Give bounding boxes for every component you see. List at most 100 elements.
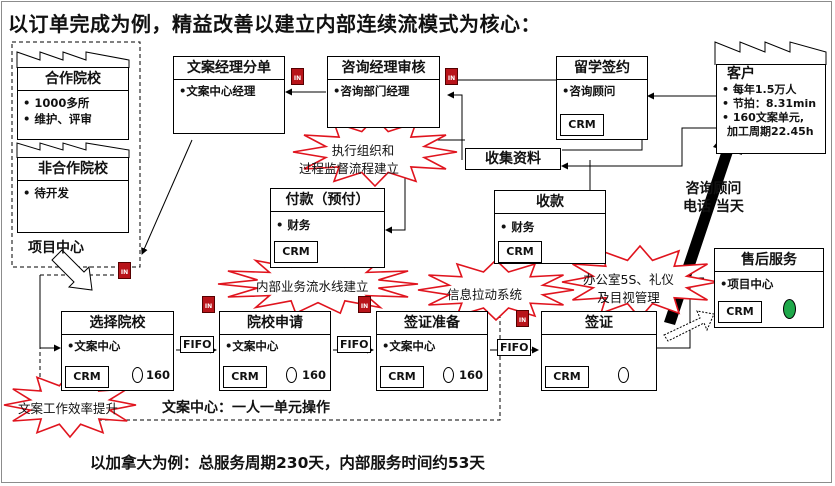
process-line: •文案中心 xyxy=(382,339,436,353)
inventory-icon: IN xyxy=(118,262,131,279)
burst-info-pull-text: 信息拉动系统 xyxy=(447,287,523,302)
operator-icon xyxy=(132,367,143,383)
burst-office-5s xyxy=(561,244,719,320)
payment-line: • 财务 xyxy=(276,218,311,232)
inventory-icon: IN xyxy=(516,310,529,327)
page-title: 以订单完成为例，精益改善以建立内部连续流模式为核心： xyxy=(8,12,541,36)
nonpartner-school-box: 非合作院校 • 待开发 xyxy=(17,157,129,233)
consult-manager-box: 咨询经理审核 •咨询部门经理 xyxy=(327,56,440,128)
inventory-icon: IN xyxy=(291,68,304,85)
process-box-apply: 院校申请 •文案中心 CRM 160 xyxy=(219,311,331,391)
arrow-collect-consult xyxy=(447,91,463,160)
process-count: 160 xyxy=(146,368,171,382)
copy-manager-title: 文案经理分单 xyxy=(174,57,284,80)
nonpartner-school-line-1: • 待开发 xyxy=(23,186,69,200)
push-arrow xyxy=(51,249,93,291)
partner-roof xyxy=(16,51,130,68)
process-title: 签证 xyxy=(542,312,656,335)
crm-tag: CRM xyxy=(718,301,762,323)
collect-label: 收集资料 xyxy=(485,151,541,167)
go-light-icon xyxy=(783,299,796,319)
copy-center-label: 文案中心：一人一单元操作 xyxy=(162,400,330,416)
payment-title: 付款（预付） xyxy=(271,189,384,212)
burst-pipeline-text: 内部业务流水线建立 xyxy=(256,279,369,294)
burst-text-line: 执行组织和 xyxy=(331,143,395,158)
shipment-arrow xyxy=(663,310,715,342)
copy-manager-box: 文案经理分单 •文案中心经理 xyxy=(173,56,285,134)
burst-office-text: 办公室5S、礼仪 及目视管理 xyxy=(583,271,674,307)
burst-text-line: 办公室5S、礼仪 xyxy=(583,272,674,287)
customer-line-3: • 160文案单元, xyxy=(722,111,805,124)
inventory-icon: IN xyxy=(445,68,458,85)
partner-school-line-2: • 维护、评审 xyxy=(23,112,92,126)
copy-manager-line: •文案中心经理 xyxy=(179,84,256,98)
process-count: 160 xyxy=(302,368,327,382)
fifo-label: FIFO xyxy=(180,336,215,353)
operator-icon xyxy=(443,367,454,383)
fifo-label: FIFO xyxy=(337,336,372,353)
customer-title: 客户 xyxy=(727,66,755,82)
phone-label-line-1: 咨询顾问 xyxy=(685,181,742,197)
payment-box: 付款（预付） • 财务 CRM xyxy=(270,188,385,268)
customer-roof xyxy=(714,41,827,65)
inventory-icon: IN xyxy=(358,296,371,313)
process-box-select: 选择院校 •文案中心 CRM 160 xyxy=(61,311,174,391)
process-box-visa: 签证 CRM xyxy=(541,311,657,391)
process-line: •文案中心 xyxy=(225,339,279,353)
partner-school-title: 合作院校 xyxy=(18,68,128,91)
phone-label: 咨询顾问 电话 当天 xyxy=(683,180,744,216)
fifo-label: FIFO xyxy=(497,339,532,356)
study-sign-title: 留学签约 xyxy=(557,57,647,80)
crm-tag: CRM xyxy=(65,366,109,388)
consult-manager-line: •咨询部门经理 xyxy=(333,84,410,98)
customer-line-1: • 每年1.5万人 xyxy=(722,83,797,96)
crm-tag: CRM xyxy=(560,114,604,136)
nonpartner-school-title: 非合作院校 xyxy=(18,158,128,181)
burst-text-line: 及目视管理 xyxy=(597,290,660,305)
arrow-customer-collect xyxy=(561,127,720,170)
project-center-label: 项目中心 xyxy=(28,240,84,256)
crm-tag: CRM xyxy=(498,241,542,263)
receipt-line: • 财务 xyxy=(500,220,535,234)
after-sales-title: 售后服务 xyxy=(715,249,823,272)
copy-center-region xyxy=(39,303,501,421)
process-title: 选择院校 xyxy=(62,312,173,335)
customer-box: 客户 • 每年1.5万人 • 节拍：8.31min • 160文案单元, 加工周… xyxy=(716,64,826,154)
collect-box: 收集资料 xyxy=(465,148,561,170)
partner-school-box: 合作院校 • 1000多所 • 维护、评审 xyxy=(17,67,129,140)
receipt-box: 收款 • 财务 CRM xyxy=(494,190,606,264)
footer-summary: 以加拿大为例：总服务周期230天，内部服务时间约53天 xyxy=(90,454,485,472)
customer-line-2: • 节拍：8.31min xyxy=(722,97,817,110)
study-sign-box: 留学签约 •咨询顾问 CRM xyxy=(556,56,648,140)
arrow-copy-project xyxy=(141,139,193,255)
arrow-project-select xyxy=(39,275,61,352)
process-title: 院校申请 xyxy=(220,312,330,335)
process-count: 160 xyxy=(459,368,484,382)
process-title: 签证准备 xyxy=(377,312,487,335)
process-box-visa-prep: 签证准备 •文案中心 CRM 160 xyxy=(376,311,488,391)
customer-line-4: 加工周期22.45h xyxy=(727,125,814,138)
crm-tag: CRM xyxy=(274,241,318,263)
crm-tag: CRM xyxy=(380,366,424,388)
receipt-title: 收款 xyxy=(495,191,605,214)
after-sales-box: 售后服务 •项目中心 CRM xyxy=(714,248,824,328)
burst-info-pull xyxy=(417,258,575,322)
phone-label-line-2: 电话 当天 xyxy=(683,199,744,215)
operator-icon xyxy=(618,367,629,383)
burst-text-line: 过程监督流程建立 xyxy=(299,161,400,176)
crm-tag: CRM xyxy=(545,366,589,388)
burst-efficiency-text: 文案工作效率提升 xyxy=(18,401,119,416)
nonpartner-roof xyxy=(16,142,130,158)
consult-manager-title: 咨询经理审核 xyxy=(328,57,439,80)
study-sign-line: •咨询顾问 xyxy=(562,84,616,98)
burst-organization-text: 执行组织和 过程监督流程建立 xyxy=(299,142,399,178)
process-line: •文案中心 xyxy=(67,339,121,353)
after-sales-line: •项目中心 xyxy=(720,277,774,291)
crm-tag: CRM xyxy=(223,366,267,388)
inventory-icon: IN xyxy=(202,296,215,313)
partner-school-line-1: • 1000多所 xyxy=(23,96,90,110)
operator-icon xyxy=(286,367,297,383)
